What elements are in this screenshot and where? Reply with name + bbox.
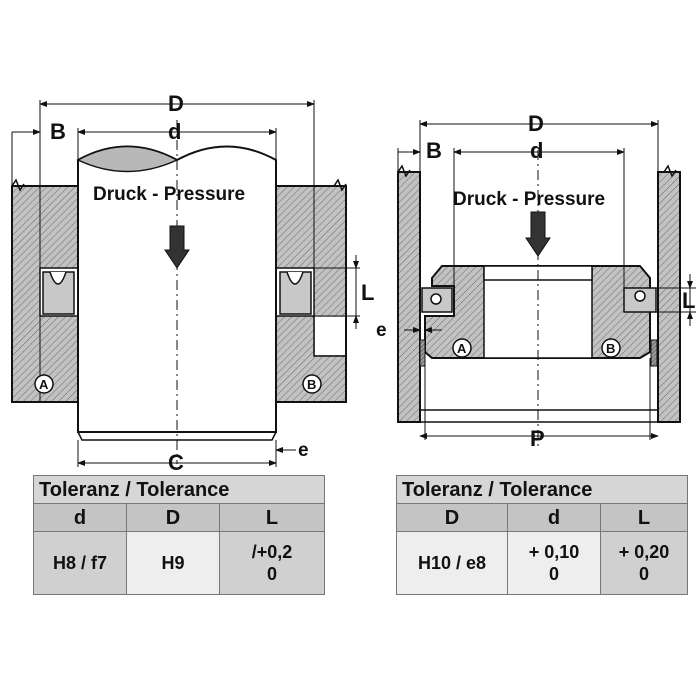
- left-table-header-L: L: [219, 503, 325, 532]
- left-table-header-d: d: [33, 503, 127, 532]
- left-table-title: Toleranz / Tolerance: [33, 475, 325, 504]
- right-table-header-D: D: [396, 503, 508, 532]
- right-table-value-d-upper: + 0,10: [528, 542, 580, 562]
- right-table-value-D: H10 / e8: [396, 531, 508, 595]
- right-D-label: D: [528, 111, 544, 136]
- right-P-label: P: [530, 426, 545, 451]
- right-table-value-L-upper: + 0,20: [618, 542, 670, 562]
- right-d-label: d: [530, 138, 543, 163]
- left-tolerance-table: Toleranz / Tolerance d D L H8 / f7 H9 /+…: [33, 475, 325, 595]
- left-B-label: B: [50, 119, 66, 144]
- right-seal-b: [623, 287, 657, 313]
- right-table-value-d: + 0,10 0: [507, 531, 601, 595]
- left-pressure-label: Druck - Pressure: [93, 184, 245, 205]
- left-C-label: C: [168, 450, 184, 470]
- left-A-circle-label: A: [39, 377, 49, 392]
- left-e-label: e: [298, 440, 309, 461]
- right-table-value-L: + 0,20 0: [600, 531, 688, 595]
- right-cylinder-right-wall: [657, 171, 681, 423]
- right-table-value-d-lower: 0: [548, 564, 559, 584]
- left-diagram: D B d Druck - Pressure L e C A B: [11, 91, 374, 470]
- left-seal-b: [279, 271, 312, 315]
- left-pressure-arrow: [164, 225, 190, 269]
- right-table-header-d: d: [507, 503, 601, 532]
- left-table-header-D: D: [126, 503, 220, 532]
- left-d-label: d: [168, 119, 181, 144]
- right-seal-a: [421, 287, 453, 313]
- right-cylinder-left-wall: [397, 171, 421, 423]
- left-table-value-L-lower: 0: [266, 564, 277, 584]
- right-pressure-label: Druck - Pressure: [453, 189, 605, 210]
- right-e-label: e: [376, 320, 387, 341]
- left-table-value-D: H9: [126, 531, 220, 595]
- left-seal-a: [42, 271, 75, 315]
- right-diagram: D B d Druck - Pressure L e P A B: [376, 111, 696, 451]
- left-table-value-L-upper: /+0,2: [251, 542, 293, 562]
- right-B-label: B: [426, 138, 442, 163]
- technical-drawing: D B d Druck - Pressure L e C A B: [11, 91, 696, 470]
- left-D-label: D: [168, 91, 184, 116]
- right-A-circle-label: A: [457, 341, 467, 356]
- right-pressure-arrow: [525, 211, 551, 257]
- right-tolerance-table: Toleranz / Tolerance D d L H10 / e8 + 0,…: [396, 475, 688, 595]
- right-table-value-L-lower: 0: [638, 564, 649, 584]
- right-B-circle-label: B: [606, 341, 615, 356]
- right-L-label: L: [682, 288, 695, 313]
- right-table-header-L: L: [600, 503, 688, 532]
- left-B-circle-label: B: [307, 377, 316, 392]
- left-table-value-L: /+0,2 0: [219, 531, 325, 595]
- left-L-label: L: [361, 280, 374, 305]
- right-table-title: Toleranz / Tolerance: [396, 475, 688, 504]
- left-table-value-d: H8 / f7: [33, 531, 127, 595]
